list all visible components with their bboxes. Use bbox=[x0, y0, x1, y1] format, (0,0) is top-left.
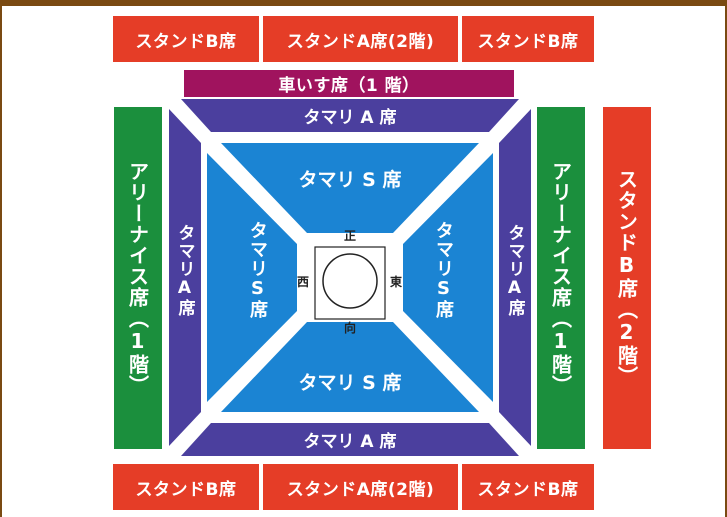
stand-a-bottom[interactable]: スタンドA席(2階) bbox=[263, 464, 458, 510]
tamari-a-top-label: タマリ A 席 bbox=[304, 107, 397, 128]
tamari-s-left-label: タマリS席 bbox=[247, 221, 268, 319]
tamari-s-top[interactable] bbox=[221, 143, 479, 233]
tamari-a-top[interactable] bbox=[181, 99, 519, 132]
tamari-area: タマリ A 席 タマリ A 席 タマリ S 席 タマリ S 席 正 向 西 東 bbox=[169, 99, 531, 456]
stand-b-bottom-left[interactable]: スタンドB席 bbox=[113, 464, 259, 510]
stand-b-bottom-right[interactable]: スタンドB席 bbox=[462, 464, 594, 510]
tamari-s-top-label: タマリ S 席 bbox=[299, 168, 402, 191]
tamari-a-bottom[interactable] bbox=[181, 423, 519, 456]
tamari-a-right[interactable] bbox=[499, 109, 531, 446]
tamari-s-bottom-label: タマリ S 席 bbox=[299, 371, 402, 394]
tamari-a-bottom-label: タマリ A 席 bbox=[304, 431, 397, 452]
arena-seats-right[interactable]: アリーナイス席（1階） bbox=[537, 107, 585, 449]
tamari-s-left[interactable] bbox=[207, 153, 297, 402]
stand-b-right[interactable]: スタンドB席（2階） bbox=[603, 107, 651, 449]
ring-label-north: 正 bbox=[344, 229, 356, 243]
tamari-s-right-label: タマリS席 bbox=[433, 221, 454, 319]
ring-label-west: 西 bbox=[297, 275, 309, 289]
ring-label-east: 東 bbox=[390, 274, 402, 289]
tamari-s-bottom[interactable] bbox=[221, 322, 479, 412]
tamari-a-right-label: タマリA席 bbox=[504, 223, 525, 317]
tamari-s-right[interactable] bbox=[403, 153, 493, 402]
ring-circle[interactable] bbox=[322, 253, 378, 309]
stand-a-top[interactable]: スタンドA席(2階) bbox=[263, 16, 458, 62]
stand-b-top-right[interactable]: スタンドB席 bbox=[462, 16, 594, 62]
stand-b-top-left[interactable]: スタンドB席 bbox=[113, 16, 259, 62]
wheelchair-seats[interactable]: 車いす席（1 階） bbox=[184, 70, 514, 97]
tamari-a-left-label: タマリA席 bbox=[174, 223, 195, 317]
tamari-a-left[interactable] bbox=[169, 109, 201, 446]
ring-label-south: 向 bbox=[344, 320, 356, 335]
arena-seats-left[interactable]: アリーナイス席（1階） bbox=[114, 107, 162, 449]
